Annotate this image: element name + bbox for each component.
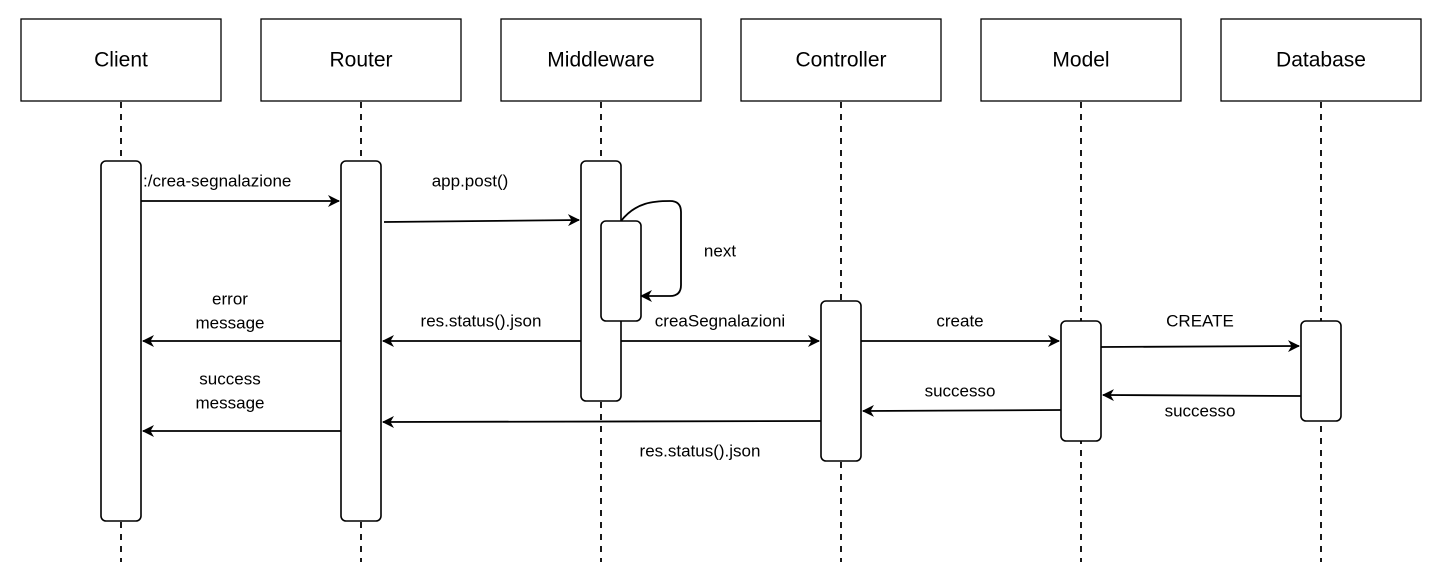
participant-box bbox=[260, 18, 462, 102]
participant-middleware: Middleware bbox=[500, 18, 702, 102]
message-arrow bbox=[382, 415, 822, 428]
participant-label: Model bbox=[1052, 49, 1109, 72]
activation-router bbox=[340, 160, 382, 522]
message-res-status-json-2: res.status().json bbox=[382, 415, 822, 461]
message-label: successo bbox=[1165, 402, 1236, 421]
participant-label: Router bbox=[329, 49, 392, 72]
message-crea-segnalazioni: creaSegnalazioni bbox=[621, 312, 820, 347]
participant-router: Router bbox=[260, 18, 462, 102]
message-create: create bbox=[861, 312, 1060, 347]
participant-database: Database bbox=[1220, 18, 1422, 102]
participant-box bbox=[1220, 18, 1422, 102]
message-label: CREATE bbox=[1166, 312, 1234, 331]
message-label: create bbox=[936, 312, 983, 331]
message-success-message: success message bbox=[142, 370, 341, 437]
message-res-status-json-1: res.status().json bbox=[382, 312, 581, 347]
activation-model bbox=[1060, 320, 1102, 442]
message-label: successo bbox=[925, 382, 996, 401]
lifelines bbox=[120, 102, 1322, 562]
participant-label: Controller bbox=[795, 49, 886, 72]
message-error-message: error message bbox=[142, 290, 341, 347]
message-successo-db: successo bbox=[1102, 389, 1302, 421]
message-label-line-1: success bbox=[199, 370, 260, 389]
message-create-db: CREATE bbox=[1100, 312, 1300, 353]
participant-client: Client bbox=[20, 18, 222, 102]
message-arrow bbox=[862, 404, 1062, 417]
message-arrow bbox=[383, 214, 580, 227]
participant-box bbox=[500, 18, 702, 102]
message-label: res.status().json bbox=[640, 442, 761, 461]
participant-model: Model bbox=[980, 18, 1182, 102]
message-label: creaSegnalazioni bbox=[655, 312, 785, 331]
message-arrow bbox=[1102, 389, 1302, 402]
message-label: next bbox=[704, 242, 736, 261]
message-arrow bbox=[1100, 340, 1300, 353]
activation-middleware-nested bbox=[600, 220, 642, 322]
participant-box bbox=[740, 18, 942, 102]
message-next: next bbox=[620, 200, 736, 302]
participant-box bbox=[20, 18, 222, 102]
participant-label: Database bbox=[1276, 49, 1366, 72]
participant-box bbox=[980, 18, 1182, 102]
participant-label: Middleware bbox=[547, 49, 654, 72]
participant-controller: Controller bbox=[740, 18, 942, 102]
message-label-line-2: message bbox=[196, 394, 265, 413]
activation-database bbox=[1300, 320, 1342, 422]
message-label: app.post() bbox=[432, 172, 509, 191]
message-label-line-2: message bbox=[196, 314, 265, 333]
message-app-post: app.post() bbox=[383, 172, 580, 227]
message-label: res.status().json bbox=[421, 312, 542, 331]
message-successo-model: successo bbox=[862, 382, 1062, 417]
message-arrow bbox=[620, 200, 682, 302]
activation-controller bbox=[820, 300, 862, 462]
activations bbox=[100, 160, 1342, 522]
message-crea-segnalazione: :/crea-segnalazione bbox=[141, 172, 340, 207]
activation-client bbox=[100, 160, 142, 522]
message-label: :/crea-segnalazione bbox=[143, 172, 291, 191]
participant-label: Client bbox=[94, 49, 148, 72]
message-label-line-1: error bbox=[212, 290, 248, 309]
